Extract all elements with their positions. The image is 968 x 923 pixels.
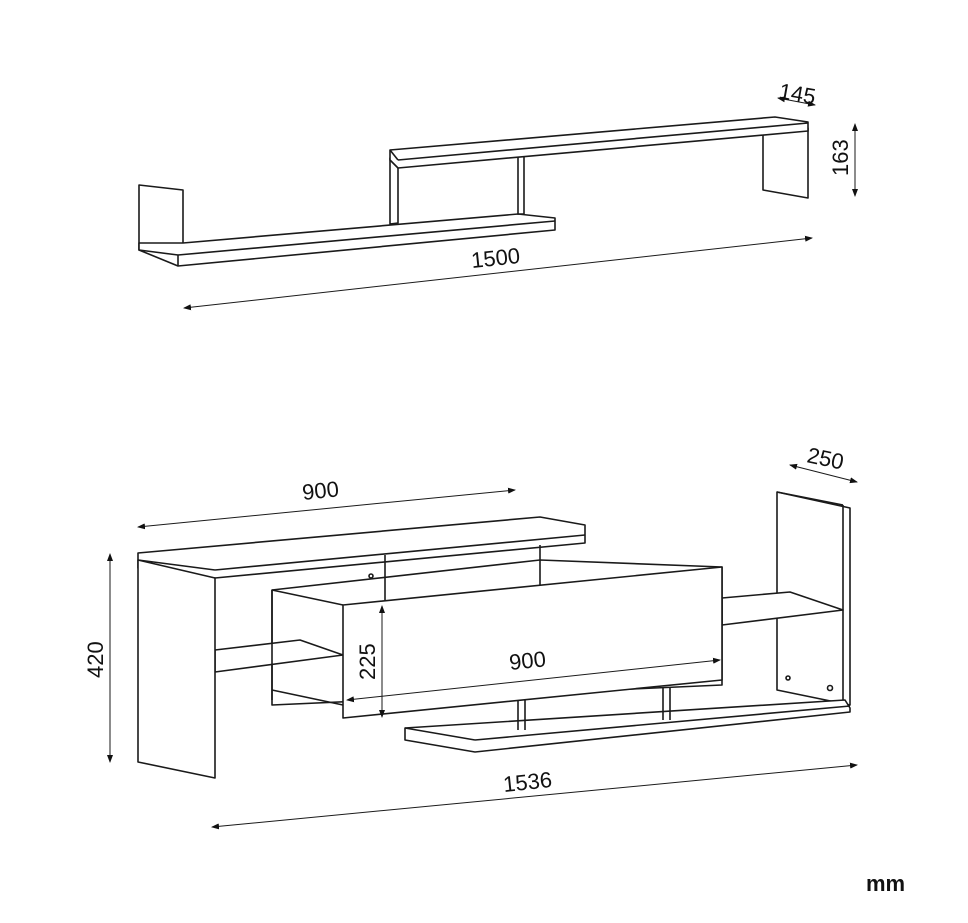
drawer-width-label: 900: [508, 646, 547, 675]
right-tall-panel: [776, 491, 851, 706]
wall-shelf-height-label: 163: [828, 139, 853, 176]
unit-label: mm: [866, 871, 905, 896]
depth-label: 250: [805, 442, 846, 474]
middle-support: [517, 154, 525, 215]
total-width-label: 1536: [502, 767, 553, 797]
height-label: 420: [83, 641, 108, 678]
tv-unit: [137, 491, 851, 779]
drawer-height-label: 225: [355, 643, 380, 680]
right-end-panel: [762, 127, 809, 199]
wall-shelf: [138, 116, 809, 267]
left-leg-panel: [137, 559, 216, 779]
top-width-label: 900: [301, 476, 340, 505]
wall-shelf-width-label: 1500: [470, 243, 521, 273]
wall-shelf-depth-label: 145: [777, 78, 818, 109]
